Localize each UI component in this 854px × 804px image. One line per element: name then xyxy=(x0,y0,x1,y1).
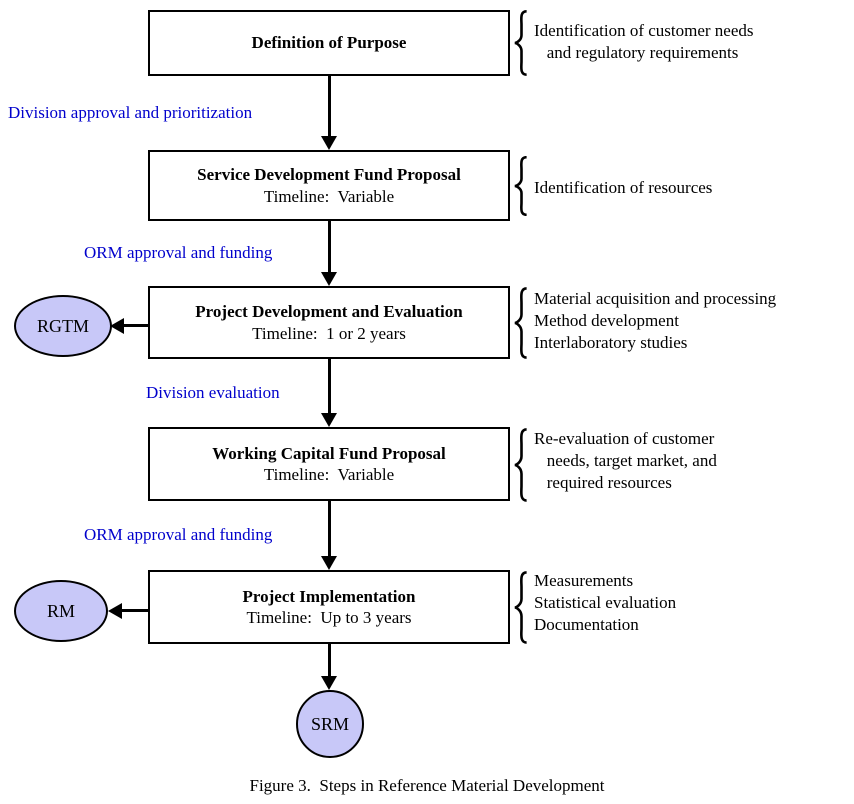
arrow-down-shaft xyxy=(328,644,331,678)
note-line: Re-evaluation of customer xyxy=(534,429,715,448)
box-timeline: Timeline: 1 or 2 years xyxy=(252,323,406,343)
flow-box-definition-of-purpose: Definition of Purpose xyxy=(148,10,510,76)
note-line: Identification of resources xyxy=(534,178,713,197)
box-title: Service Development Fund Proposal xyxy=(197,165,461,185)
arrow-down-head-icon xyxy=(321,136,337,150)
arrow-left-head-icon xyxy=(108,603,122,619)
note-line: Statistical evaluation xyxy=(534,593,677,612)
arrow-left-shaft xyxy=(122,609,148,612)
output-circle-srm: SRM xyxy=(296,690,364,758)
note-line: Measurements xyxy=(534,571,634,590)
box-timeline: Timeline: Variable xyxy=(263,465,395,484)
note-line: Method development xyxy=(534,311,679,330)
note-line: needs, target market, and xyxy=(534,451,717,470)
note-block: Identification of resources xyxy=(534,177,712,199)
transition-label: Division evaluation xyxy=(146,383,280,402)
arrow-left-head-icon xyxy=(110,318,124,334)
output-ellipse-rm: RM xyxy=(14,580,108,642)
ellipse-label: RGTM xyxy=(36,315,89,336)
output-ellipse-rgtm: RGTM xyxy=(14,295,112,357)
figure-caption: Figure 3. Steps in Reference Material De… xyxy=(249,776,605,795)
note-line: Interlaboratory studies xyxy=(534,333,688,352)
ellipse-label: RM xyxy=(46,600,75,621)
arrow-down-shaft xyxy=(328,359,331,415)
arrow-left-shaft xyxy=(124,324,148,327)
brace-icon xyxy=(513,10,530,76)
flow-box-service-development-fund-proposal: Service Development Fund Proposal Timeli… xyxy=(148,150,510,221)
arrow-down-head-icon xyxy=(321,676,337,690)
transition-label: ORM approval and funding xyxy=(84,525,273,544)
note-line: and regulatory requirements xyxy=(534,43,739,62)
note-line: required resources xyxy=(534,473,672,492)
arrow-down-head-icon xyxy=(321,413,337,427)
arrow-down-shaft xyxy=(328,221,331,274)
arrow-down-shaft xyxy=(328,76,331,138)
note-line: Documentation xyxy=(534,615,639,634)
flow-box-project-implementation: Project Implementation Timeline: Up to 3… xyxy=(148,570,510,644)
note-block: Re-evaluation of customer needs, target … xyxy=(534,428,717,494)
box-title: Working Capital Fund Proposal xyxy=(212,443,446,463)
arrow-down-head-icon xyxy=(321,272,337,286)
box-title: Project Development and Evaluation xyxy=(195,302,463,322)
box-timeline: Timeline: Variable xyxy=(263,186,395,206)
brace-icon xyxy=(513,156,530,216)
transition-label: Division approval and prioritization xyxy=(8,103,253,122)
note-block: Identification of customer needs and reg… xyxy=(534,20,754,64)
arrow-down-head-icon xyxy=(321,556,337,570)
note-block: Material acquisition and processing Meth… xyxy=(534,288,776,354)
box-title: Definition of Purpose xyxy=(251,33,407,53)
brace-icon xyxy=(513,287,530,359)
transition-label: ORM approval and funding xyxy=(84,243,273,262)
brace-icon xyxy=(513,571,530,644)
ellipse-label: SRM xyxy=(310,713,350,734)
flow-box-project-development-and-evaluation: Project Development and Evaluation Timel… xyxy=(148,286,510,359)
box-title: Project Implementation xyxy=(242,586,416,606)
arrow-down-shaft xyxy=(328,501,331,558)
note-line: Identification of customer needs xyxy=(534,21,754,40)
note-line: Material acquisition and processing xyxy=(534,289,777,308)
flow-box-working-capital-fund-proposal: Working Capital Fund Proposal Timeline: … xyxy=(148,427,510,501)
box-timeline: Timeline: Up to 3 years xyxy=(246,608,412,627)
brace-icon xyxy=(513,428,530,502)
note-block: Measurements Statistical evaluation Docu… xyxy=(534,570,676,636)
